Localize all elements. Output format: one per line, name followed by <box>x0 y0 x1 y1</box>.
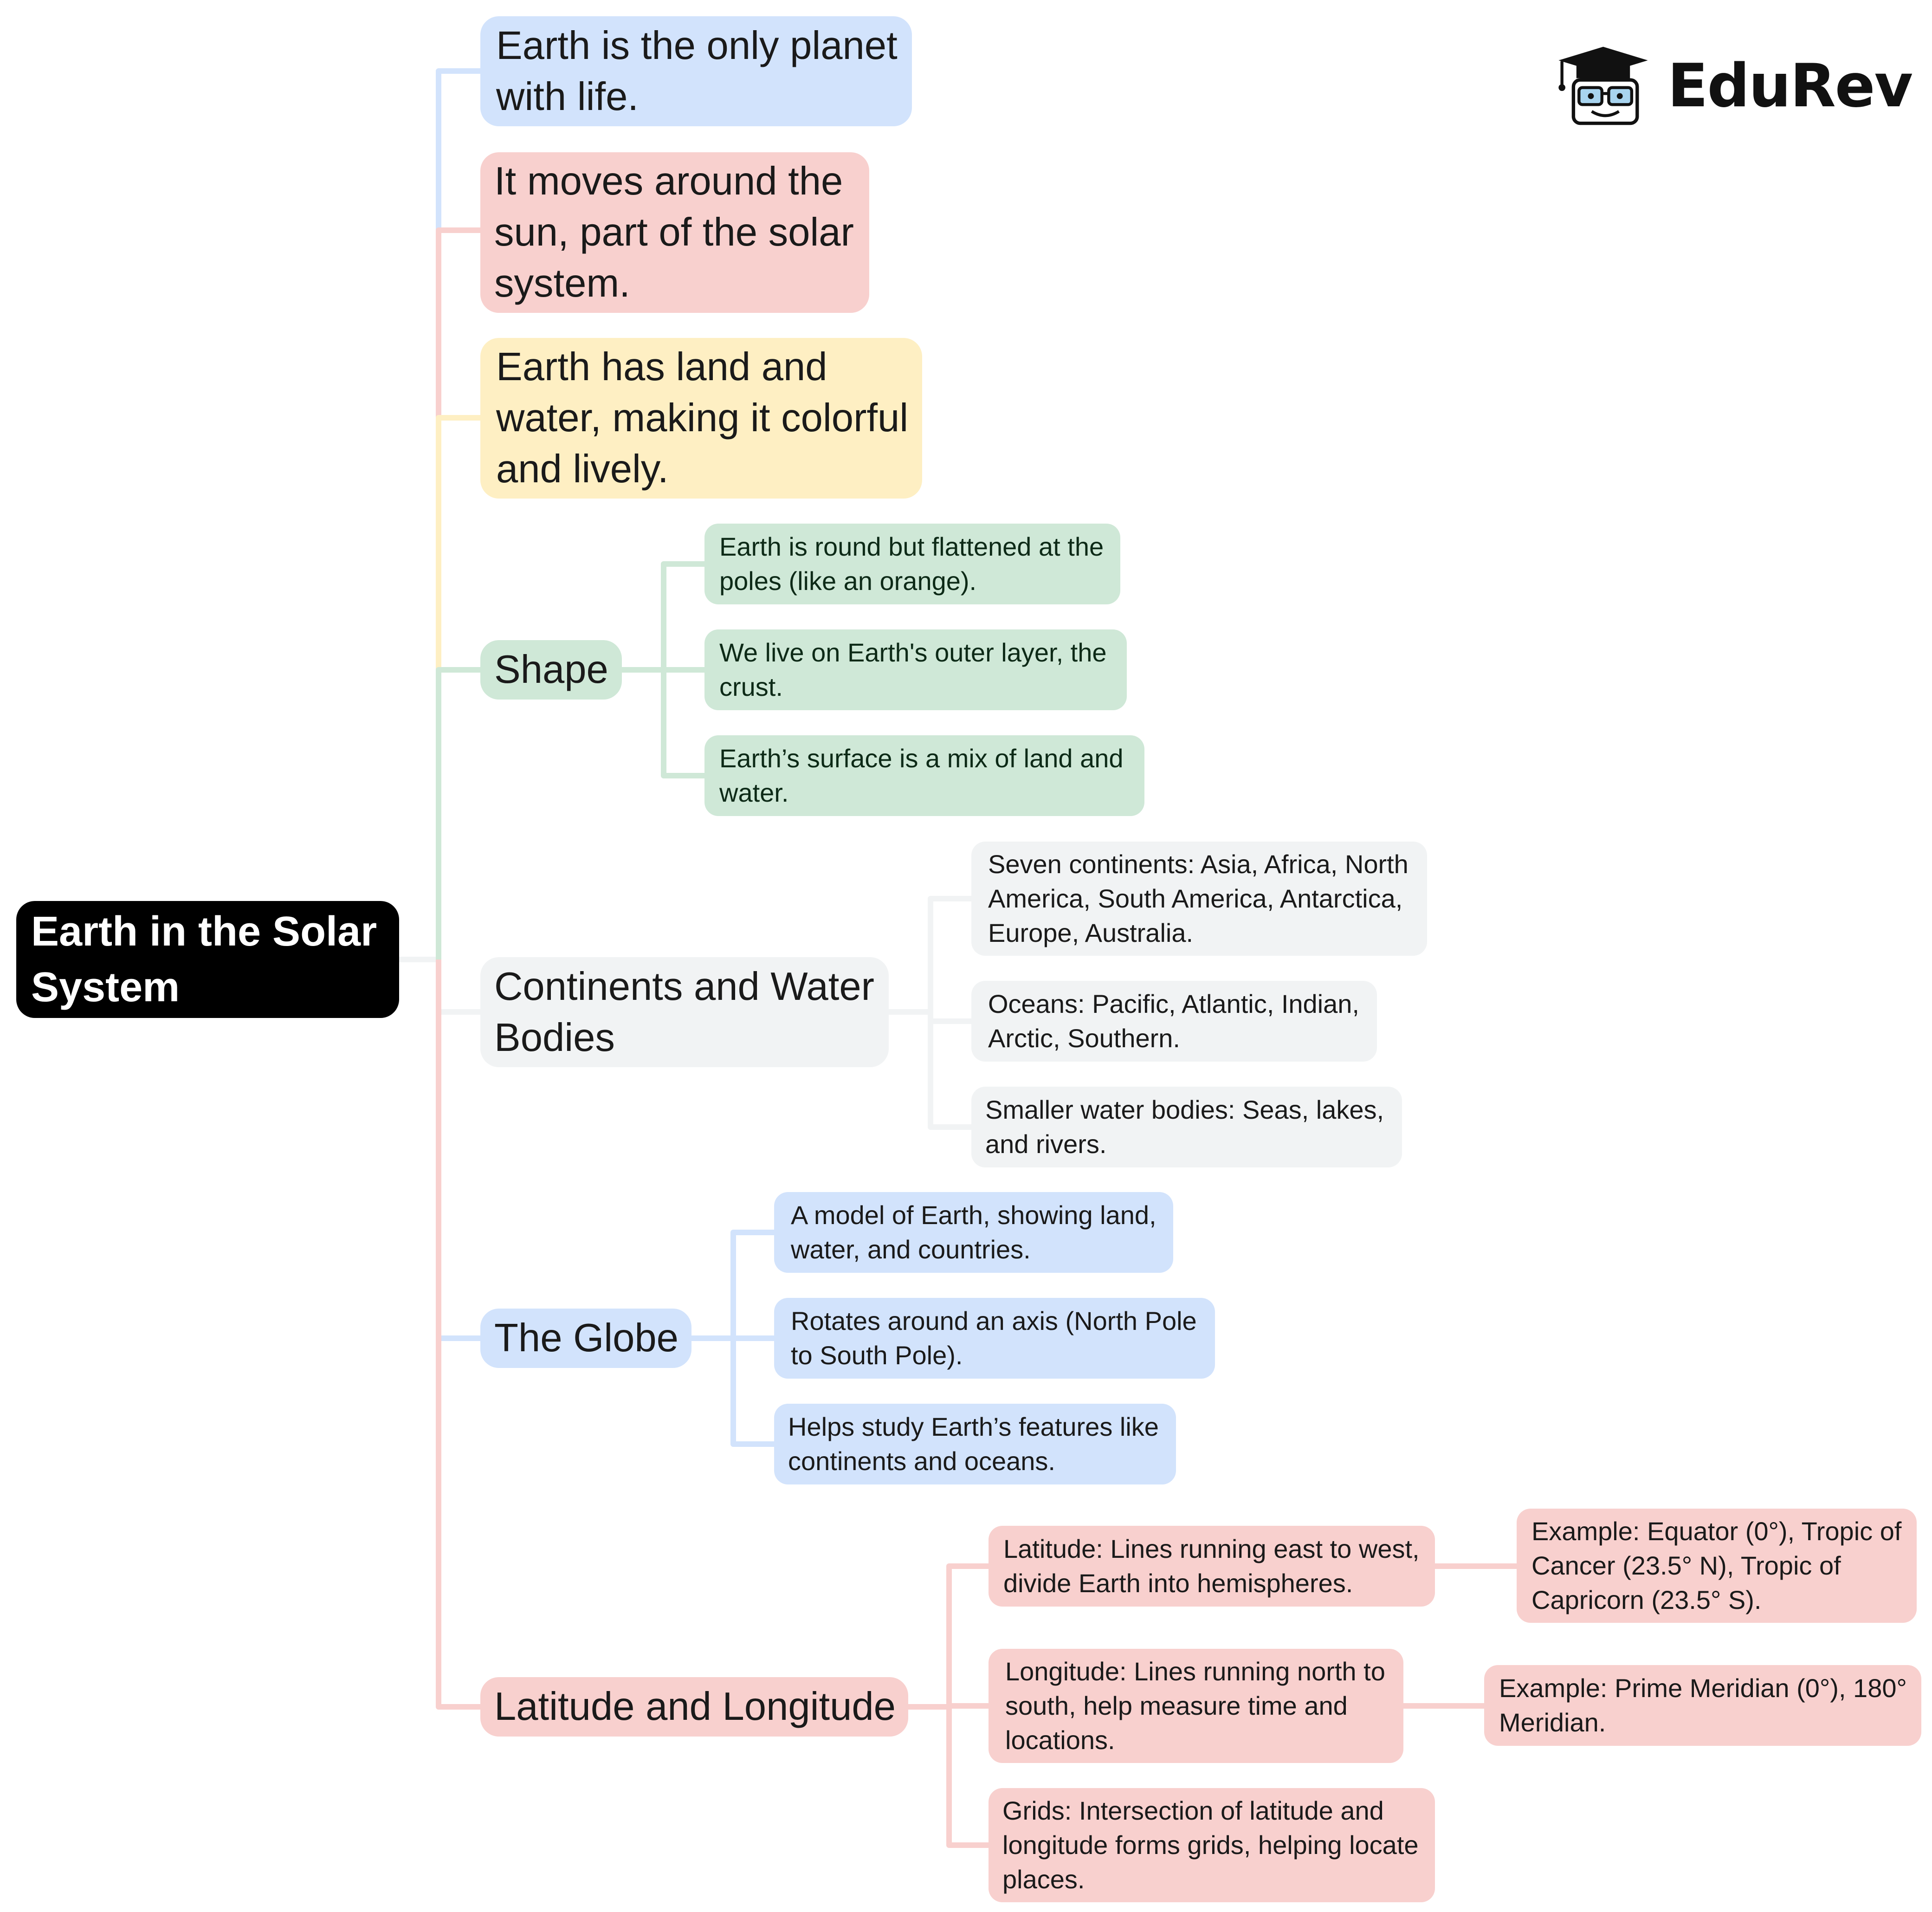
continents-child-2-line-2: Arctic, Southern. <box>988 1024 1180 1053</box>
continents-connector-2 <box>928 1012 971 1024</box>
shape-child-2: We live on Earth's outer layer, the crus… <box>704 629 1127 710</box>
continents-child-1-line-1: Seven continents: Asia, Africa, North <box>988 849 1409 879</box>
branch-connector-5 <box>436 959 480 1015</box>
continents-connector-1 <box>928 896 971 1012</box>
shape-child-1-line-1: Earth is round but flattened at the <box>719 532 1104 561</box>
branch-connector-7 <box>436 959 480 1710</box>
graduation-cap-icon <box>1558 46 1648 125</box>
branch-life-line-1: Earth is the only planet <box>496 23 898 68</box>
continents-child-3: Smaller water bodies: Seas, lakes, and r… <box>971 1087 1402 1167</box>
continents-child-1: Seven continents: Asia, Africa, North Am… <box>971 842 1427 956</box>
root-line-2: System <box>31 964 180 1011</box>
branch-latlong-label: Latitude and Longitude <box>494 1685 896 1729</box>
branch-sun-line-1: It moves around the <box>494 159 843 203</box>
continents-child-3-line-2: and rivers. <box>985 1129 1107 1159</box>
latitude-example-line-2: Cancer (23.5° N), Tropic of <box>1531 1551 1841 1580</box>
branch-connector-4 <box>436 667 480 959</box>
branch-life-line-2: with life. <box>496 74 639 119</box>
shape-connector-1 <box>661 561 704 670</box>
branch-connector-2 <box>436 227 480 959</box>
branch-globe: The Globe <box>480 1309 691 1368</box>
globe-connector-3 <box>730 1338 774 1447</box>
globe-child-3: Helps study Earth’s features like contin… <box>774 1404 1176 1484</box>
latitude-example: Example: Equator (0°), Tropic of Cancer … <box>1517 1509 1917 1623</box>
longitude-example: Example: Prime Meridian (0°), 180° Merid… <box>1484 1665 1921 1746</box>
branch-connector-3 <box>436 415 480 959</box>
latlong-child-2-line-1: Longitude: Lines running north to <box>1005 1657 1385 1686</box>
latlong-child-3-line-1: Grids: Intersection of latitude and <box>1002 1796 1384 1825</box>
branch-latlong: Latitude and Longitude <box>480 1677 908 1737</box>
globe-child-1-line-2: water, and countries. <box>791 1235 1031 1264</box>
latitude-example-line-3: Capricorn (23.5° S). <box>1531 1585 1762 1614</box>
globe-child-1-line-1: A model of Earth, showing land, <box>791 1200 1157 1230</box>
branch-connector-1 <box>436 68 480 959</box>
continents-child-1-line-3: Europe, Australia. <box>988 918 1194 947</box>
globe-child-2: Rotates around an axis (North Pole to So… <box>774 1298 1215 1379</box>
globe-child-3-line-1: Helps study Earth’s features like <box>788 1412 1159 1441</box>
globe-connector-1 <box>730 1230 774 1338</box>
branch-shape-label: Shape <box>494 648 608 692</box>
branch-continents-line-1: Continents and Water <box>494 964 874 1009</box>
globe-child-1: A model of Earth, showing land, water, a… <box>774 1192 1173 1273</box>
latlong-child-1: Latitude: Lines running east to west, di… <box>989 1526 1435 1607</box>
shape-child-2-line-1: We live on Earth's outer layer, the <box>719 638 1107 667</box>
latlong-child-3-line-3: places. <box>1002 1865 1085 1894</box>
globe-child-3-line-2: continents and oceans. <box>788 1446 1055 1476</box>
branch-life: Earth is the only planet with life. <box>480 16 912 126</box>
shape-child-1-line-2: poles (like an orange). <box>719 566 977 596</box>
longitude-example-line-1: Example: Prime Meridian (0°), 180° <box>1499 1673 1907 1703</box>
root-node: Earth in the Solar System <box>16 901 399 1018</box>
shape-child-3-line-2: water. <box>719 778 789 807</box>
latlong-connector-2 <box>946 1703 989 1709</box>
shape-connector-3 <box>661 670 704 778</box>
edurev-logo: EduRev <box>1550 19 1913 153</box>
continents-child-2-line-1: Oceans: Pacific, Atlantic, Indian, <box>988 989 1359 1018</box>
latlong-connector-1 <box>946 1563 989 1707</box>
branch-land-line-2: water, making it colorful <box>496 396 909 440</box>
branch-land: Earth has land and water, making it colo… <box>480 338 922 499</box>
shape-child-3-line-1: Earth’s surface is a mix of land and <box>719 744 1124 773</box>
logo-text: EduRev <box>1667 51 1913 121</box>
continents-child-1-line-2: America, South America, Antarctica, <box>988 884 1403 913</box>
branch-sun-line-3: system. <box>494 261 630 305</box>
latlong-child-2-line-3: locations. <box>1005 1725 1115 1755</box>
shape-child-1: Earth is round but flattened at the pole… <box>704 524 1120 604</box>
latlong-child-2: Longitude: Lines running north to south,… <box>989 1649 1403 1763</box>
branch-shape: Shape <box>480 640 622 700</box>
continents-child-3-line-1: Smaller water bodies: Seas, lakes, <box>985 1095 1384 1124</box>
branch-land-line-3: and lively. <box>496 447 669 491</box>
continents-connector-3 <box>928 1012 971 1130</box>
globe-child-2-line-2: to South Pole). <box>791 1341 963 1370</box>
latitude-example-line-1: Example: Equator (0°), Tropic of <box>1531 1517 1902 1546</box>
globe-child-2-line-1: Rotates around an axis (North Pole <box>791 1306 1197 1335</box>
branch-continents-line-2: Bodies <box>494 1015 615 1060</box>
root-line-1: Earth in the Solar <box>31 908 377 955</box>
branch-connector-6 <box>436 959 480 1341</box>
longitude-example-line-2: Meridian. <box>1499 1708 1606 1737</box>
branch-land-line-1: Earth has land and <box>496 345 827 389</box>
latlong-child-2-line-2: south, help measure time and <box>1005 1691 1348 1720</box>
latlong-child-1-line-2: divide Earth into hemispheres. <box>1003 1568 1353 1598</box>
branch-sun: It moves around the sun, part of the sol… <box>480 152 869 313</box>
latlong-connector-3 <box>946 1707 989 1848</box>
branch-sun-line-2: sun, part of the solar <box>494 210 854 254</box>
shape-child-2-line-2: crust. <box>719 672 783 701</box>
latlong-child-3: Grids: Intersection of latitude and long… <box>989 1788 1435 1902</box>
latlong-child-1-line-1: Latitude: Lines running east to west, <box>1003 1534 1420 1563</box>
latlong-child-3-line-2: longitude forms grids, helping locate <box>1002 1830 1419 1860</box>
continents-child-2: Oceans: Pacific, Atlantic, Indian, Arcti… <box>971 981 1377 1062</box>
shape-child-3: Earth’s surface is a mix of land and wat… <box>704 735 1144 816</box>
branch-globe-label: The Globe <box>494 1316 678 1360</box>
branch-continents: Continents and Water Bodies <box>480 957 889 1067</box>
